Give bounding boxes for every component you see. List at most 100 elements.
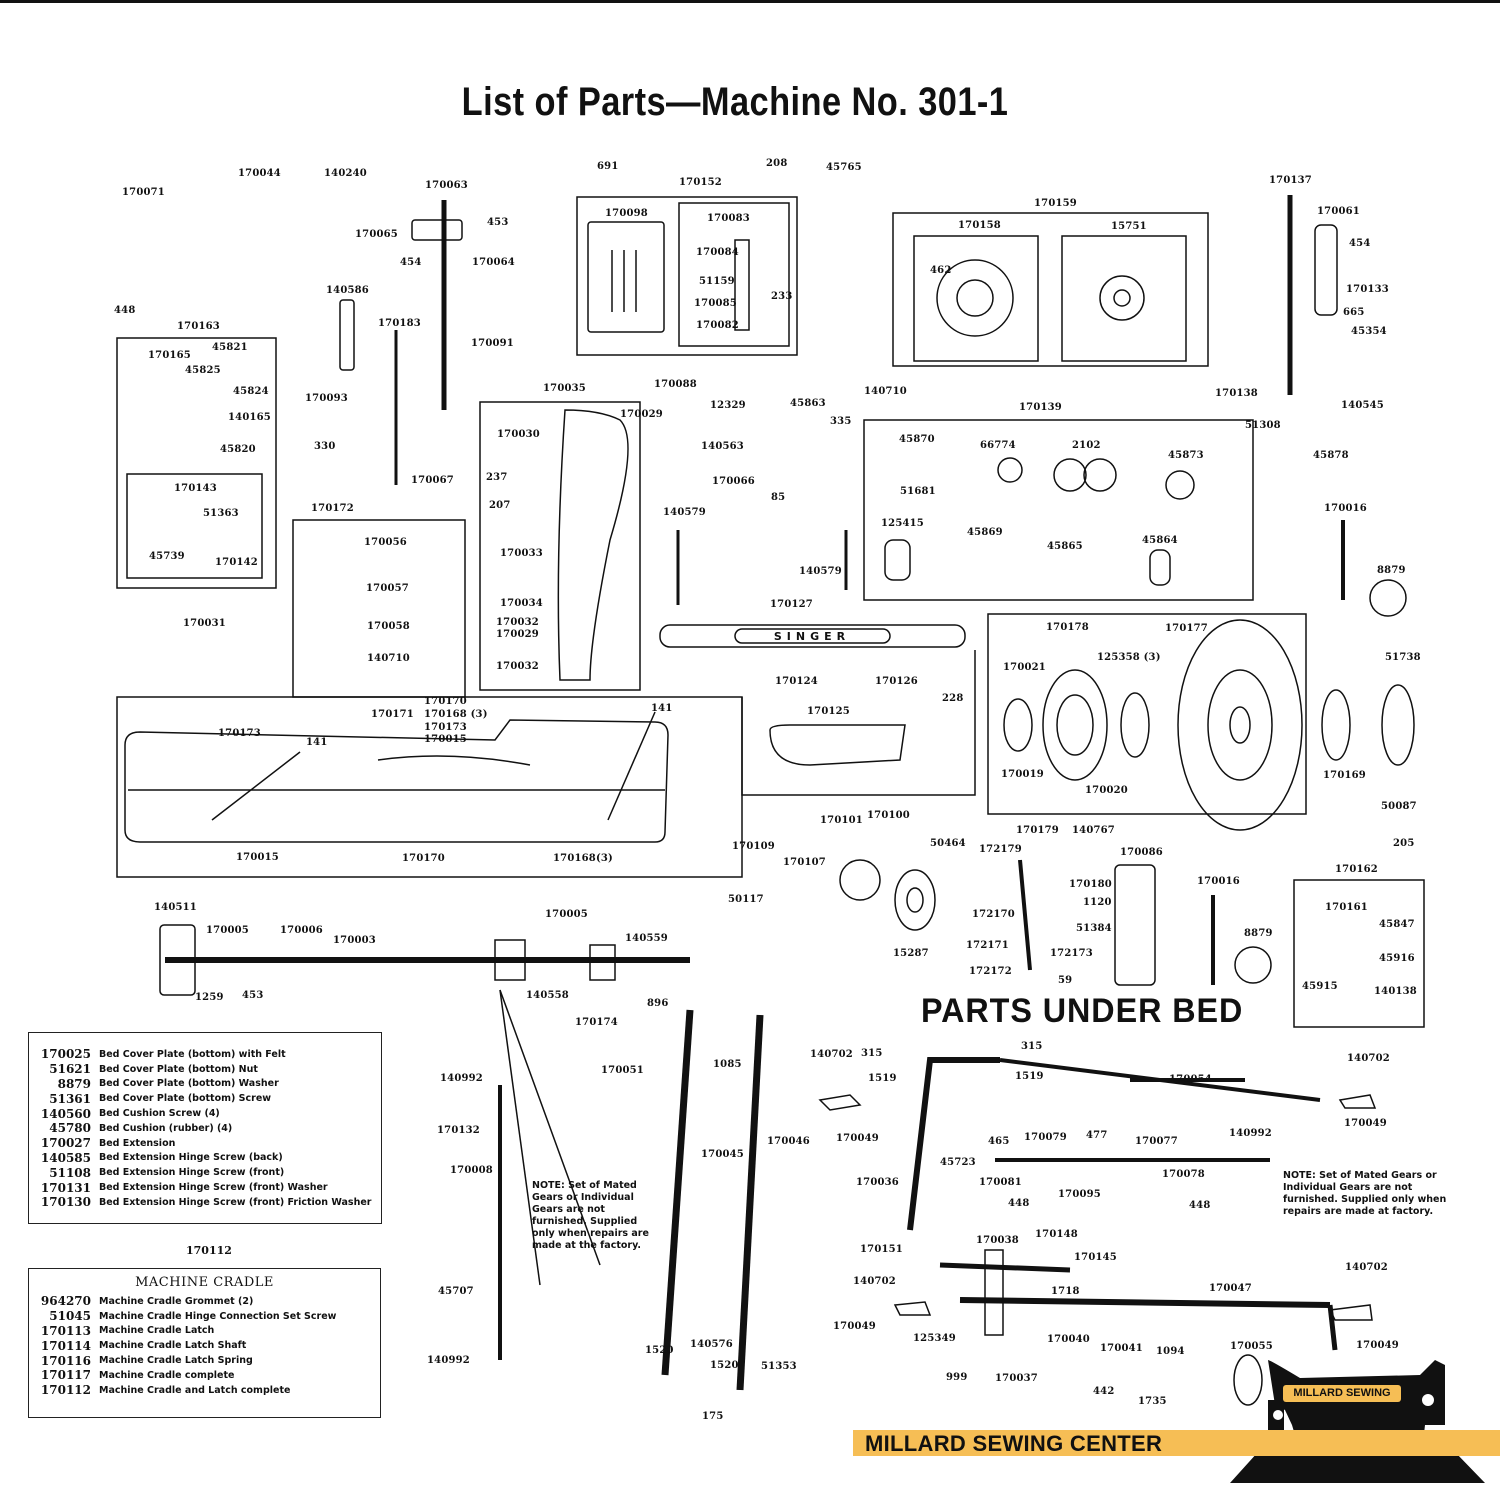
note-gears-2: NOTE: Set of Mated Gears or Individual G…: [1283, 1170, 1447, 1217]
part-label: 315: [1021, 1041, 1043, 1052]
part-label: 45820: [220, 444, 256, 455]
part-label: 170151: [860, 1244, 903, 1255]
part-label: 170021: [1003, 662, 1046, 673]
part-description: Bed Cushion Screw (4): [99, 1108, 220, 1120]
part-label: 170168 (3): [424, 709, 488, 720]
group-box-170083: [678, 202, 790, 347]
part-label: 45864: [1142, 535, 1178, 546]
part-number: 51361: [49, 1091, 91, 1106]
part-label: 45825: [185, 365, 221, 376]
part-label: 170179: [1016, 825, 1059, 836]
part-label: 170161: [1325, 902, 1368, 913]
part-label: 462: [930, 265, 952, 276]
face-plate: [557, 409, 629, 681]
part-label: 1718: [1051, 1286, 1080, 1297]
part-label: 140559: [625, 933, 668, 944]
part-label: 170086: [1120, 847, 1163, 858]
part-description: Bed Cover Plate (bottom) Screw: [99, 1093, 272, 1105]
part-label: 1735: [1138, 1396, 1167, 1407]
part-description: Bed Extension Hinge Screw (back): [99, 1152, 283, 1164]
part-label: 125358 (3): [1097, 652, 1161, 663]
part-label: 45821: [212, 342, 248, 353]
cradle-heading: MACHINE CRADLE: [135, 1275, 274, 1290]
part-label: 170098: [605, 208, 648, 219]
part-label: 170084: [696, 247, 739, 258]
part-label: 170047: [1209, 1283, 1252, 1294]
part-label: 448: [1008, 1198, 1030, 1209]
part-label: 170169: [1323, 770, 1366, 781]
part-label: 170137: [1269, 175, 1312, 186]
part-label: 170031: [183, 618, 226, 629]
group-box-170035: [479, 401, 641, 691]
part-label: 140545: [1341, 400, 1384, 411]
part-number: 51108: [49, 1165, 91, 1180]
part-label: 140138: [1374, 986, 1417, 997]
part-label: 59: [1058, 975, 1073, 986]
part-label: 237: [486, 472, 508, 483]
part-label: 45354: [1351, 326, 1387, 337]
part-label: 140579: [663, 507, 706, 518]
part-label: 170165: [148, 350, 191, 361]
part-label: 170148: [1035, 1229, 1078, 1240]
part-label: 140563: [701, 441, 744, 452]
part-number: 170112: [40, 1383, 91, 1398]
part-label: 170006: [280, 925, 323, 936]
part-description: Bed Cover Plate (bottom) with Felt: [99, 1048, 286, 1060]
part-label: 172170: [972, 909, 1015, 920]
part-label: 1519: [1015, 1071, 1044, 1082]
part-description: Machine Cradle complete: [99, 1369, 235, 1381]
part-label: 172171: [966, 940, 1009, 951]
group-box-170139: [863, 419, 1254, 601]
part-label: 140710: [367, 653, 410, 664]
part-label: 170081: [979, 1177, 1022, 1188]
part-label: 170107: [783, 857, 826, 868]
bed: [124, 719, 669, 843]
part-label: 170049: [833, 1321, 876, 1332]
part-label: 170040: [1047, 1334, 1090, 1345]
part-label: 170034: [500, 598, 543, 609]
part-label: 170124: [775, 676, 818, 687]
part-label: 170100: [867, 810, 910, 821]
part-label: 170088: [654, 379, 697, 390]
part-label: 170170: [424, 696, 467, 707]
part-label: 125349: [913, 1333, 956, 1344]
part-label: 170044: [238, 168, 281, 179]
part-description: Machine Cradle Latch: [99, 1325, 215, 1337]
part-label: 170078: [1162, 1169, 1205, 1180]
connecting-rod-170045: [736, 1014, 764, 1391]
part-label: 454: [400, 257, 422, 268]
part-label: 205: [1393, 838, 1415, 849]
group-box-bed: [116, 696, 743, 878]
part-description: Machine Cradle Hinge Connection Set Scre…: [99, 1310, 337, 1322]
top-border: [0, 0, 1500, 3]
part-label: 170038: [976, 1235, 1019, 1246]
part-label: 170180: [1069, 879, 1112, 890]
part-label: 140576: [690, 1339, 733, 1350]
part-label: 170173: [424, 722, 467, 733]
part-label: 1520: [710, 1360, 739, 1371]
part-label: 170037: [995, 1373, 1038, 1384]
part-label: 170029: [620, 409, 663, 420]
part-label: 45865: [1047, 541, 1083, 552]
part-label: 170138: [1215, 388, 1258, 399]
part-number: 140585: [40, 1150, 91, 1165]
part-label: 140767: [1072, 825, 1115, 836]
hand-wheel: [1177, 619, 1303, 831]
part-number: 51621: [49, 1062, 91, 1077]
part-label: 170015: [236, 852, 279, 863]
part-label: 453: [242, 990, 264, 1001]
part-label: 170091: [471, 338, 514, 349]
part-label: 45873: [1168, 450, 1204, 461]
part-label: 140586: [326, 285, 369, 296]
part-label: 170172: [311, 503, 354, 514]
part-label: 170127: [770, 599, 813, 610]
group-box-170163: [116, 337, 277, 589]
logo-banner: MILLARD SEWING CENTER: [853, 1430, 1500, 1456]
part-label: 170162: [1335, 864, 1378, 875]
page-title: List of Parts—Machine No. 301-1: [461, 80, 1009, 124]
